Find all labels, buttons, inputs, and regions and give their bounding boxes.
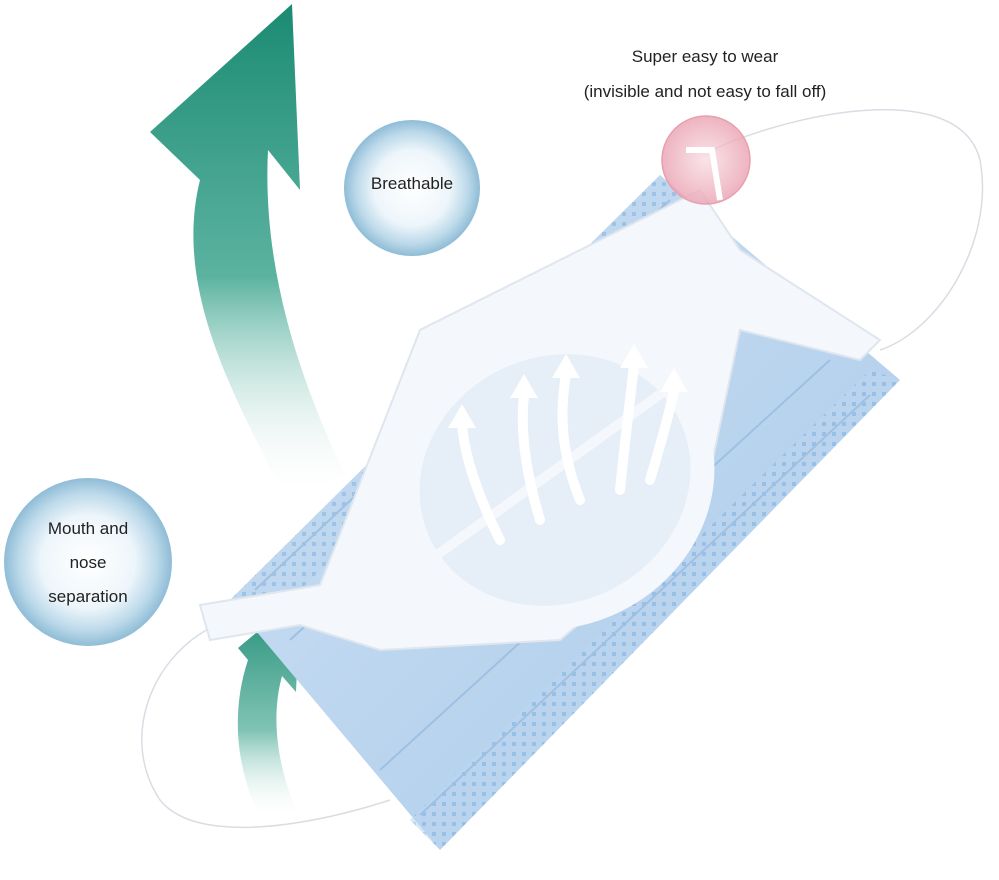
mouth-nose-separation-label: Mouth and nose separation (8, 512, 168, 614)
ear-hook-detail (686, 147, 723, 201)
large-airflow-arrow-icon (150, 4, 345, 500)
inner-arrow-heads-icon (448, 344, 688, 428)
breathable-label: Breathable (370, 174, 454, 193)
mouth-label-line-2: nose (69, 553, 107, 572)
ear-hook-highlight (661, 115, 751, 205)
wear-callout-subtitle: (invisible and not easy to fall off) (583, 82, 827, 101)
mouth-label-line-1: Mouth and (47, 519, 129, 538)
mouth-label-line-3: separation (48, 587, 128, 606)
inner-airflow-arrows-icon (457, 360, 679, 545)
silicone-bracket (198, 188, 882, 652)
wear-callout-title: Super easy to wear (631, 47, 779, 66)
mouth-bubble-icon (4, 478, 172, 646)
ear-loop-left-shadow (141, 627, 391, 829)
breathable-bubble-icon (344, 120, 480, 256)
ear-loop-right-shadow (711, 108, 984, 351)
